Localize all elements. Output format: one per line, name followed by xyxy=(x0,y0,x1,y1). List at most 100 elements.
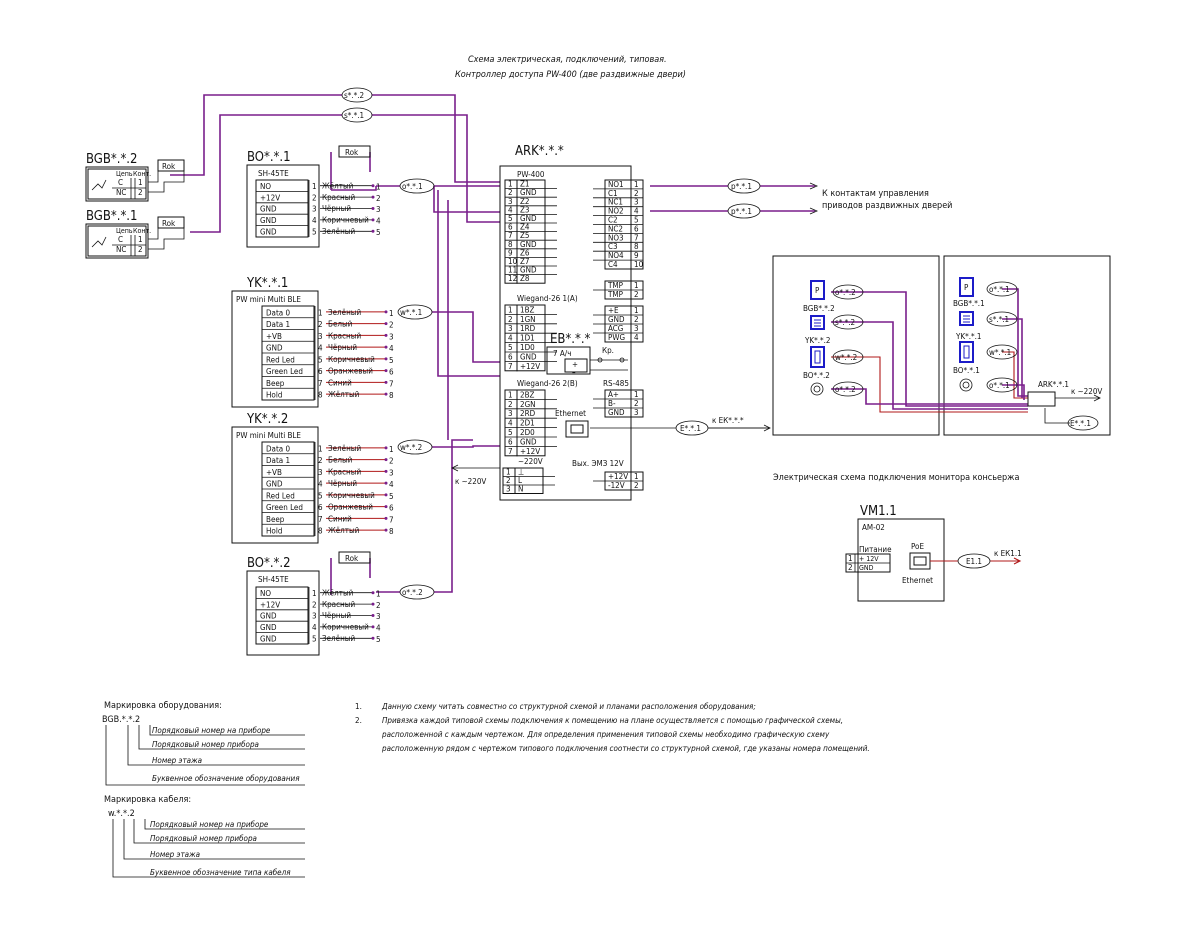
ark-z-num-6: 6 xyxy=(508,223,513,232)
ark-e-num-4: 4 xyxy=(634,333,639,342)
yk-2-wire-3: Красный xyxy=(328,467,361,476)
yk-1-wire-3: Красный xyxy=(328,331,361,340)
bgb-1-pin-1: 1 xyxy=(138,235,143,244)
bgb-2-label: BGB*.*.2 xyxy=(86,152,137,167)
bgb-2-nc: NC xyxy=(116,188,126,197)
bo-2-wire-num-2: 2 xyxy=(376,601,381,610)
yk-2-pin-num-7: 7 xyxy=(318,515,323,524)
ark-rs-num-3: 3 xyxy=(634,408,639,417)
ark-w1-pin-4: 1D1 xyxy=(520,334,535,343)
ark-pw-pin-3: N xyxy=(518,485,523,494)
bgb-1-chain: Цепь xyxy=(116,227,133,235)
marking-cable-code: w.*.*.2 xyxy=(108,809,135,819)
yk-1-wire-6: Оранжевый xyxy=(328,367,373,376)
yk-1-pin-4: GND xyxy=(266,344,283,353)
yk-2-pin-2: Data 1 xyxy=(266,456,290,465)
plan-cable-1: o*.*.2 xyxy=(835,288,856,297)
eb-minus: – xyxy=(572,368,576,377)
ark-z-num-1: 1 xyxy=(508,180,513,189)
yk-1-wire-1: Зелёный xyxy=(328,308,361,317)
note-2-text: Привязка каждой типовой схемы подключени… xyxy=(382,716,843,725)
ark-w1-num-6: 6 xyxy=(508,352,513,361)
bo-1-wire-1: Жёлтый xyxy=(322,181,354,190)
ethernet-port-icon xyxy=(565,420,589,438)
plan-cable-2: s*.*.2 xyxy=(835,318,855,327)
monitor-unit: VM1.1 AM-02 Питание 1 2 + 12V GND PoE Et… xyxy=(845,504,1022,602)
monitor-heading: Электрическая схема подключения монитора… xyxy=(773,473,1019,483)
bo-2-wire-5: Зелёный xyxy=(322,634,355,643)
cable-s2-label: s*.*.2 xyxy=(344,91,364,100)
ark-out-title: Вых. ЭМЗ 12V xyxy=(572,459,624,468)
yk-2-wire-num-7: 7 xyxy=(389,515,394,524)
yk-2-wire-2: Белый xyxy=(328,456,353,465)
plan-cable-6: s*.*.1 xyxy=(989,315,1009,324)
yk-1-wire-2: Белый xyxy=(328,320,353,329)
bgb-1-pin-2: 2 xyxy=(138,245,143,254)
ark-w2-num-2: 2 xyxy=(508,400,513,409)
monitor-poe: PoE xyxy=(911,542,924,551)
ark-z-pin-5: GND xyxy=(520,214,537,223)
title-line-1: Схема электрическая, подключений, типова… xyxy=(468,55,667,65)
bo-2-pin-2: +12V xyxy=(260,600,280,609)
ark-w1-num-7: 7 xyxy=(508,362,513,371)
plan-ark: ARK*.*.1 xyxy=(1038,380,1069,389)
yk-2-label: YK*.*.2 xyxy=(246,412,288,427)
ark-no-num-9: 9 xyxy=(634,251,639,260)
ark-w1-title: Wiegand-26 1(A) xyxy=(517,294,578,303)
ark-z-num-8: 8 xyxy=(508,240,513,249)
bo-1-wire-num-5: 5 xyxy=(376,228,381,237)
ark-no-pin-8: C3 xyxy=(608,242,618,251)
yk-2-pin-num-1: 1 xyxy=(318,444,323,453)
cable-w1: w*.*.1 xyxy=(397,304,433,320)
bo-1-wire-2: Красный xyxy=(322,193,355,202)
yk-1-pin-num-8: 8 xyxy=(318,391,323,400)
yk-2-pin-7: Beep xyxy=(266,515,285,524)
ark-w2-title: Wiegand-26 2(B) xyxy=(517,379,578,388)
note-2-num: 2. xyxy=(355,716,362,725)
ark-tmp-pin-2: TMP xyxy=(607,290,624,299)
ark-no-pin-2: C1 xyxy=(608,189,618,198)
cable-e1: E*.*.1 xyxy=(675,420,709,436)
bo-2-rok: Rok xyxy=(345,554,359,563)
yk-1-pin-num-7: 7 xyxy=(318,379,323,388)
yk-1-model: PW mini Multi BLE xyxy=(236,295,301,304)
bo-2-pin-num-5: 5 xyxy=(312,635,317,644)
bo-2-pin-num-2: 2 xyxy=(312,600,317,609)
plan-yk-1-icon xyxy=(959,341,974,363)
ark-w1-pin-7: +12V xyxy=(520,362,540,371)
ark-z-pin-10: Z7 xyxy=(520,257,530,266)
purple-wiring xyxy=(170,94,815,595)
monitor-supply: Питание xyxy=(859,545,892,554)
yk-2-pin-num-8: 8 xyxy=(318,527,323,536)
eb-label: EB*.*.* xyxy=(550,332,591,347)
bo-1-wire-num-2: 2 xyxy=(376,194,381,203)
ark-e-pin-3: ACG xyxy=(608,324,623,333)
yk-1-wire-4: Чёрный xyxy=(328,343,357,352)
bo-2-pin-1: NO xyxy=(260,589,271,598)
yk-2-pin-4: GND xyxy=(266,480,283,489)
ark-power: ~220V xyxy=(518,457,543,466)
ark-rs-num-2: 2 xyxy=(634,399,639,408)
bo-1-pin-4: GND xyxy=(260,216,277,225)
ark-w2-num-4: 4 xyxy=(508,419,513,428)
bo-2-pin-num-1: 1 xyxy=(312,589,317,598)
bo-1-model: SH-45TE xyxy=(258,169,289,178)
ark-z-num-5: 5 xyxy=(508,214,513,223)
bo-2-label: BO*.*.2 xyxy=(247,556,291,571)
ark-w2-pin-2: 2GN xyxy=(520,400,536,409)
cable-o1: o*.*.1 xyxy=(399,178,435,194)
yk-2-wire-7: Синий xyxy=(328,514,352,523)
cable-o2-label: o*.*.2 xyxy=(402,588,423,597)
plan-bgb-1-icon xyxy=(959,277,974,297)
yk-2-pin-num-5: 5 xyxy=(318,491,323,500)
ark-rs-num-1: 1 xyxy=(634,390,639,399)
cable-s2: s*.*.2 xyxy=(341,87,373,103)
yk-2-wire-5: Коричневый xyxy=(328,491,375,500)
monitor-pin-1: + 12V xyxy=(859,555,879,563)
monitor-ethernet-port-icon xyxy=(909,552,931,570)
ark-no-num-7: 7 xyxy=(634,233,639,242)
cable-p2: p*.*.1 xyxy=(727,203,761,219)
yk-2-pin-8: Hold xyxy=(266,527,282,536)
